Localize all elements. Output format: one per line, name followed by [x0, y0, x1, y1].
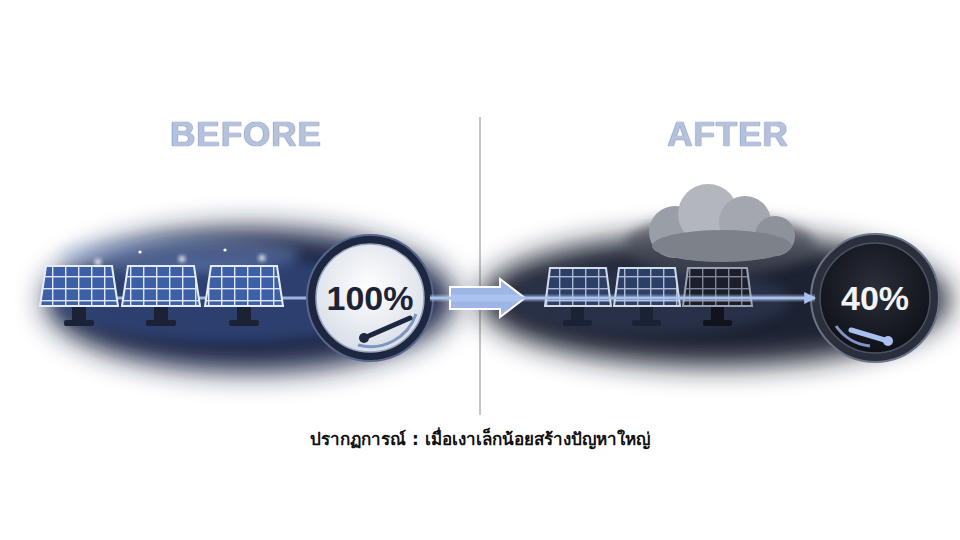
flow-connector: [430, 297, 815, 300]
section-heading: AFTER: [667, 116, 789, 151]
solar-panel: [40, 266, 118, 326]
solar-panel: [545, 268, 611, 326]
solar-panel: [614, 268, 680, 326]
shaded-solar-panel: [683, 268, 752, 326]
caption: ปรากฏการณ์ : เมื่อเงาเล็กน้อยสร้างปัญหาใ…: [310, 428, 650, 450]
percentage-value: 40%: [841, 281, 909, 315]
percentage-value: 100%: [327, 281, 414, 315]
solar-panel: [205, 266, 283, 326]
solar-panel: [122, 266, 200, 326]
sparkles: [95, 248, 265, 265]
gauge-dial: 100%: [310, 238, 430, 358]
divider-line: [480, 117, 481, 415]
block-arrow: [450, 279, 525, 317]
section-heading: BEFORE: [170, 116, 322, 151]
gauge-dial: 40%: [815, 238, 935, 358]
energy-glow: [430, 295, 815, 302]
shadow-cloud: [625, 184, 815, 275]
after-panels: [545, 268, 752, 326]
gauge-40: [811, 234, 939, 362]
gauge-100: [307, 235, 433, 361]
before-panels: [40, 248, 283, 326]
